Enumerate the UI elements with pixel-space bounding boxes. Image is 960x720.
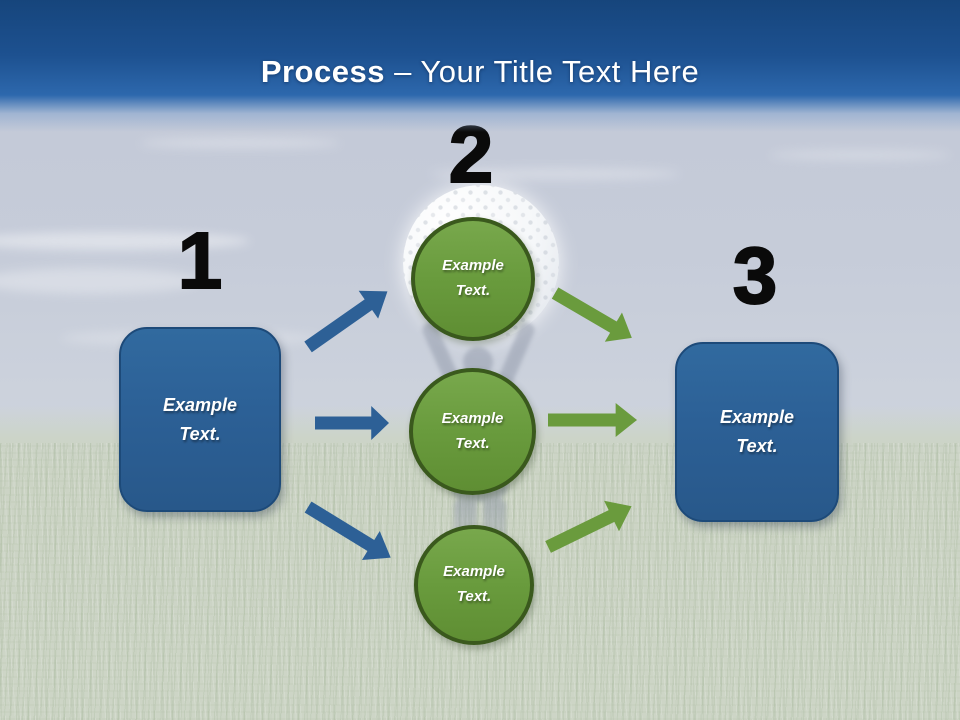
page-title: Process – Your Title Text Here [0,54,960,90]
cloud-streak [0,232,250,250]
cloud-streak [430,168,680,180]
step2-circle-middle: Example Text. [409,368,536,495]
title-rest-part: – Your Title Text Here [394,54,700,89]
cloud-streak [770,150,950,160]
arrow-blue-up-icon [304,290,388,353]
arrow-green-down-icon [551,287,632,342]
step1-number: 1 [177,216,224,305]
step2-circle-top-label: Example Text. [442,257,504,299]
arrow-blue-down-icon [304,501,391,561]
title-bold-part: Process [260,54,385,89]
arrow-blue-middle-icon [315,406,389,440]
step3-number: 3 [732,231,779,320]
step2-circle-top: Example Text. [411,217,535,341]
cloud-streak [0,268,200,294]
step2-circle-middle-label: Example Text. [441,409,504,452]
step2-circle-bottom-label: Example Text. [443,563,505,605]
step1-box-label: Example Text. [162,394,238,444]
cloud-streak [140,138,340,148]
step3-box-label: Example Text. [719,407,795,456]
title-band: Process – Your Title Text Here [0,0,960,132]
step1-box: Example Text. [119,327,281,512]
step2-circle-bottom: Example Text. [414,525,534,645]
arrow-green-middle-icon [548,403,637,437]
step3-box: Example Text. [675,342,839,522]
arrow-green-up-icon [545,500,632,553]
